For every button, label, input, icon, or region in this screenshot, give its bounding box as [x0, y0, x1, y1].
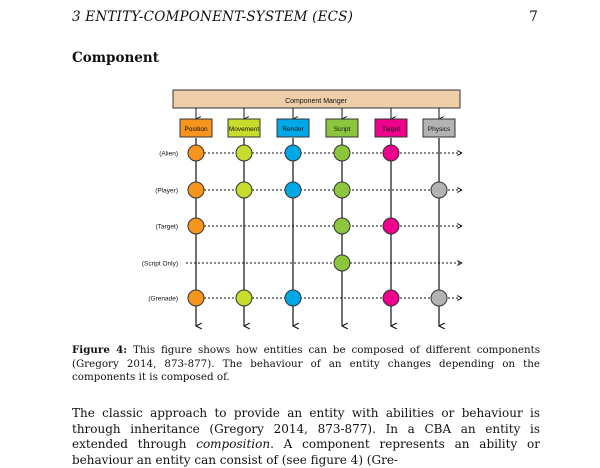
component-node [382, 289, 400, 307]
component-node [284, 181, 302, 199]
page-number: 7 [529, 9, 538, 25]
component-node [430, 289, 448, 307]
figure-label: Figure 4: [72, 344, 128, 356]
figure-caption-text: This figure shows how entities can be co… [72, 344, 541, 383]
component-node [235, 289, 253, 307]
component-node [382, 217, 400, 235]
component-box [276, 118, 310, 138]
body-emphasis: composition [196, 437, 271, 451]
component-box [422, 118, 456, 138]
component-node [235, 181, 253, 199]
component-label: Position [184, 126, 208, 133]
component-node [333, 181, 351, 199]
running-header: 3 ENTITY-COMPONENT-SYSTEM (ECS) 7 [72, 9, 538, 29]
component-node [333, 144, 351, 162]
component-node [382, 144, 400, 162]
component-label: Script [334, 126, 351, 133]
component-label: Render [282, 126, 304, 133]
component-label: Target [382, 126, 400, 133]
component-node [235, 144, 253, 162]
component-node [284, 144, 302, 162]
chapter-title: 3 ENTITY-COMPONENT-SYSTEM (ECS) [72, 9, 354, 25]
body-text-1: The classic approach to provide an entit… [72, 406, 540, 451]
component-node [187, 289, 205, 307]
entity-label: (Grenade) [148, 296, 178, 303]
body-paragraph: The classic approach to provide an entit… [72, 406, 540, 468]
entity-label: (Script Only) [142, 261, 178, 268]
component-manager-box [172, 89, 461, 109]
component-node [187, 144, 205, 162]
component-node [430, 181, 448, 199]
ecs-component-diagram: Component Manger Position Movement Render S… [142, 89, 600, 340]
entity-label: (Target) [156, 224, 178, 231]
component-box [179, 118, 213, 138]
component-box [325, 118, 359, 138]
component-node [333, 217, 351, 235]
component-node [187, 217, 205, 235]
component-node [284, 289, 302, 307]
section-title: Component [72, 50, 159, 66]
component-box [374, 118, 408, 138]
component-manager-label: Component Manger [285, 98, 348, 105]
component-label: Physics [428, 126, 451, 133]
component-label: Movement [229, 126, 260, 133]
component-node [333, 254, 351, 272]
figure-caption: Figure 4: This figure shows how entities… [72, 344, 540, 385]
entity-label: (Alien) [159, 151, 178, 158]
component-box [227, 118, 261, 138]
component-node [187, 181, 205, 199]
entity-label: (Player) [155, 188, 178, 195]
